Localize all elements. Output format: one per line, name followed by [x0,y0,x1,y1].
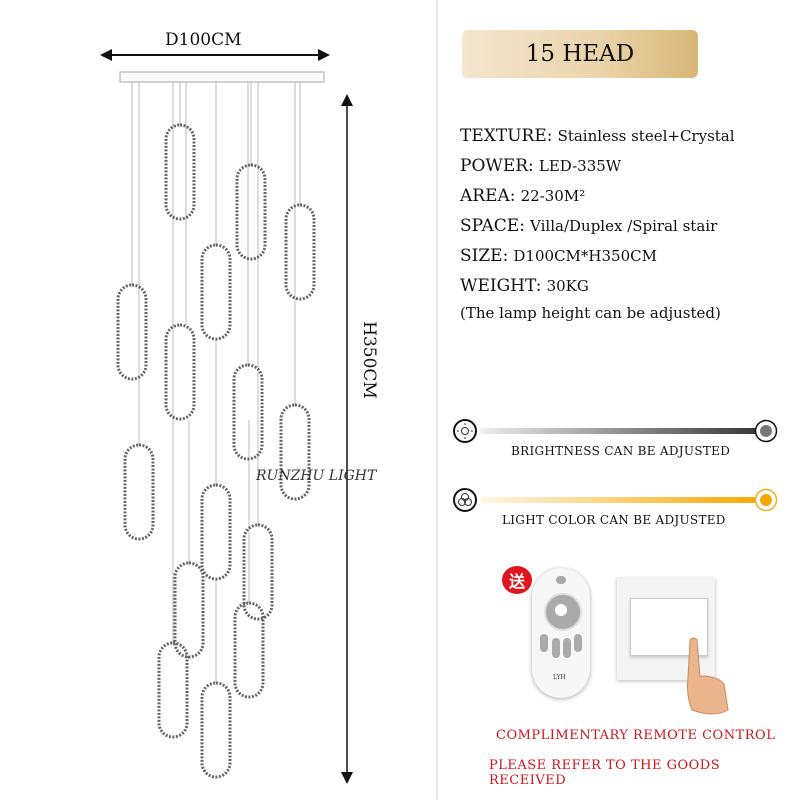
height-note: (The lamp height can be adjusted) [460,304,721,322]
head-count-badge: 15 HEAD [462,30,698,78]
remote-brand: LYH [553,674,566,681]
complimentary-remote-text: COMPLIMENTARY REMOTE CONTROL [496,728,776,743]
color-circles-icon [453,488,477,512]
light-color-label: LIGHT COLOR CAN BE ADJUSTED [502,513,726,527]
spec-size: SIZE: D100CM*H350CM [460,246,657,266]
sun-icon [453,419,477,443]
width-dimension-label: D100CM [165,30,242,50]
brightness-label: BRIGHTNESS CAN BE ADJUSTED [511,444,731,458]
hand-pointing-icon [687,637,729,715]
color-slider-track [480,497,762,503]
brightness-slider-handle [754,419,778,443]
gift-badge: 送 [502,566,532,594]
watermark: RUNZHU LIGHT [256,468,377,484]
color-slider-handle [754,488,778,512]
chandelier-illustration [100,49,353,784]
spec-area: AREA: 22-30M² [460,186,586,206]
spec-texture: TEXTURE: Stainless steel+Crystal [460,126,735,146]
spec-weight: WEIGHT: 30KG [460,276,589,296]
spec-power: POWER: LED-335W [460,156,622,176]
height-dimension-label: H350CM [358,321,379,399]
divider [436,0,438,800]
remote-control-image: LYH [532,568,590,698]
spec-space: SPACE: Villa/Duplex /Spiral stair [460,216,718,236]
goods-received-text: PLEASE REFER TO THE GOODS RECEIVED [489,758,721,788]
brightness-slider-track [480,428,762,434]
